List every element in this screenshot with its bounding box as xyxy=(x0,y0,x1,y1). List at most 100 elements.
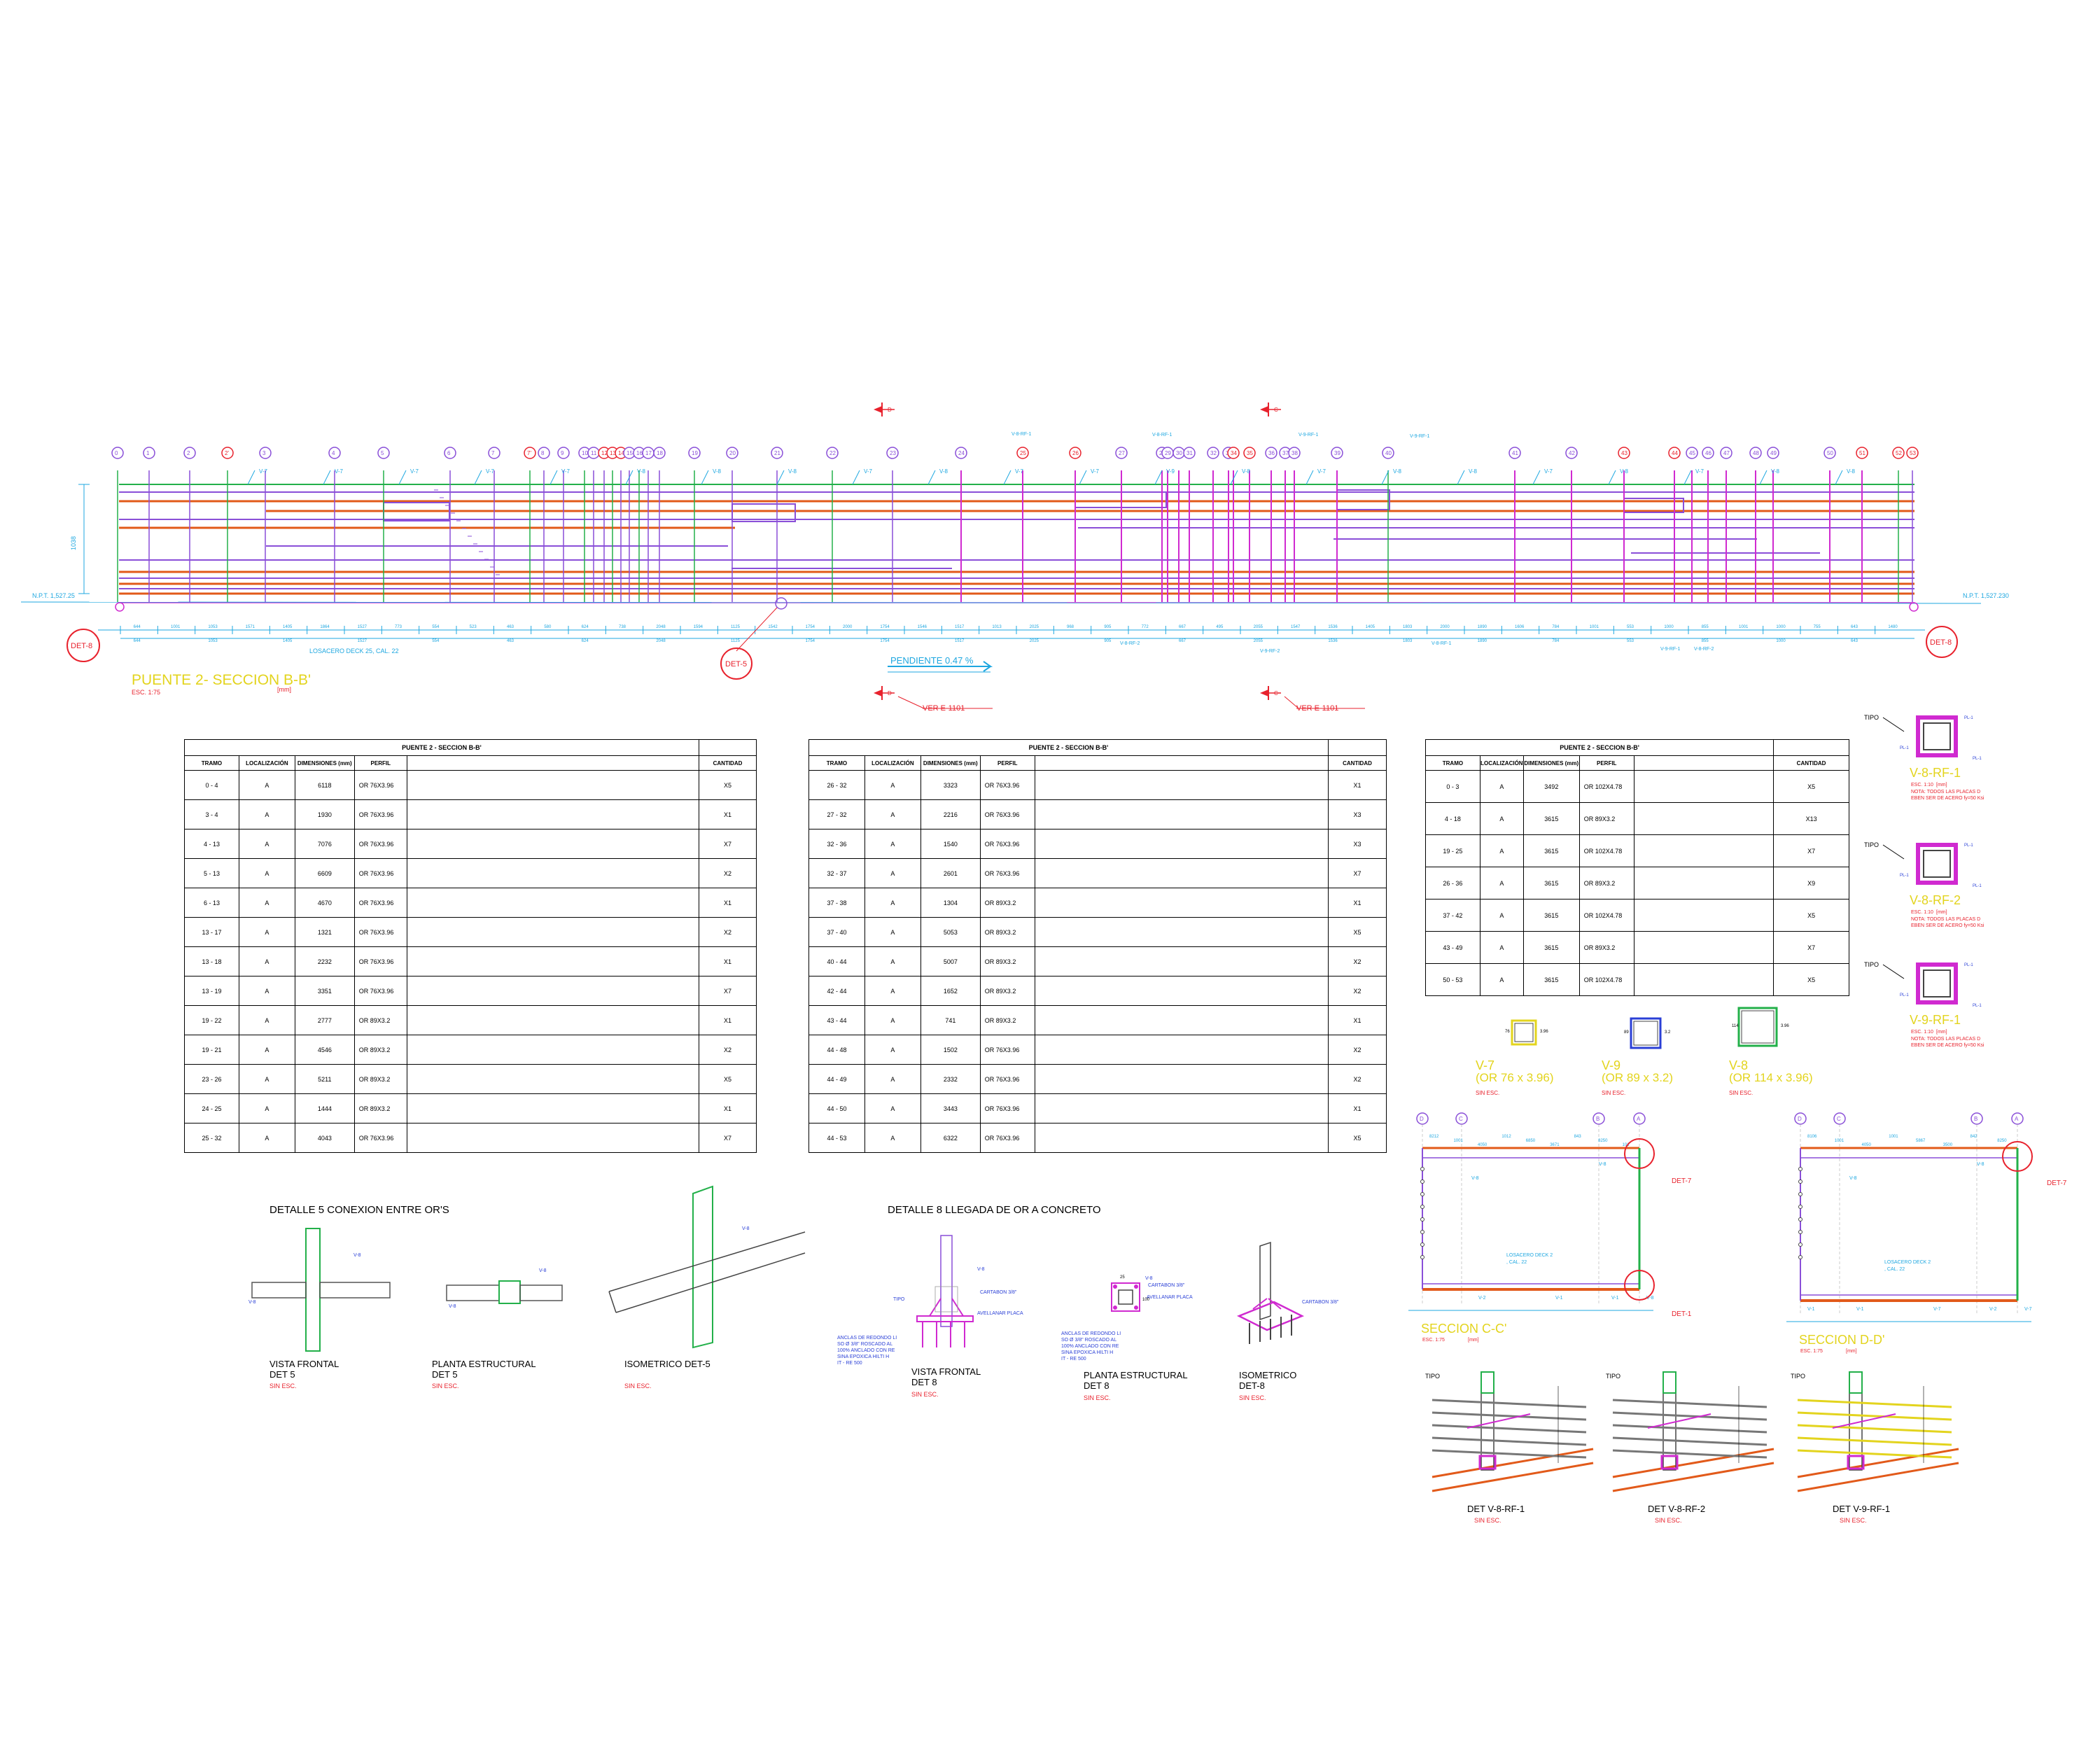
axis-bubble[interactable] xyxy=(1016,447,1029,459)
axis-bubble[interactable] xyxy=(1856,447,1868,459)
axis-bubble[interactable] xyxy=(1069,447,1082,459)
axis-bubble[interactable] xyxy=(1265,447,1278,459)
axis-bubble[interactable] xyxy=(328,447,341,459)
axis-bubble[interactable] xyxy=(259,447,272,459)
tramo-cell: 4 - 18 xyxy=(1425,802,1480,835)
det-name: DET V-8-RF-1 xyxy=(1467,1504,1525,1514)
axis-bubble[interactable] xyxy=(886,447,899,459)
localizacion-cell: A xyxy=(864,1064,921,1094)
bottom-dim: 667 xyxy=(1179,625,1186,629)
sec-dim: 1001 xyxy=(1453,1139,1463,1143)
localizacion-cell: A xyxy=(864,1035,921,1065)
det8-left-callout[interactable]: DET-8 xyxy=(66,629,100,662)
cut-letter: C xyxy=(1274,407,1278,413)
axis-bubble[interactable] xyxy=(1288,447,1301,459)
bottom-dim-2: 644 xyxy=(134,639,141,643)
tramo-cell: 37 - 38 xyxy=(808,888,865,918)
beam-label: V-9 xyxy=(1166,468,1175,475)
axis-bubble[interactable] xyxy=(1823,447,1836,459)
det8-note: V-8 xyxy=(1145,1276,1153,1281)
tramo-cell: 44 - 48 xyxy=(808,1035,865,1065)
axis-bubble[interactable] xyxy=(183,447,196,459)
axis-bubble[interactable] xyxy=(1331,447,1343,459)
axis-bubble[interactable] xyxy=(653,447,666,459)
table-2-header xyxy=(1034,755,1329,771)
bottom-dim: 1000 xyxy=(1776,625,1786,629)
sec-dim: 843 xyxy=(1574,1135,1582,1139)
localizacion-cell: A xyxy=(864,1005,921,1035)
axis-bubble[interactable] xyxy=(1243,447,1256,459)
det7-callout[interactable] xyxy=(2002,1141,2033,1172)
axis-label: 9 xyxy=(561,450,564,456)
sec-label: V-1 xyxy=(1856,1307,1864,1312)
det-purlin xyxy=(1612,1411,1768,1421)
axis-bubble[interactable] xyxy=(557,447,570,459)
det7-callout[interactable] xyxy=(1624,1138,1655,1169)
det5-callout[interactable]: DET-5 xyxy=(720,648,752,680)
cantidad-cell: X1 xyxy=(699,888,757,918)
axis-bubble[interactable] xyxy=(1892,447,1905,459)
cantidad-cell: X2 xyxy=(1328,1064,1387,1094)
det8-right-callout[interactable]: DET-8 xyxy=(1926,626,1958,658)
sketch-cell xyxy=(1034,1005,1329,1035)
table-1-title: PUENTE 2 - SECCION B-B' xyxy=(183,739,700,756)
table-1-header: TRAMO xyxy=(184,755,239,771)
axis-bubble[interactable] xyxy=(1720,447,1732,459)
axis-bubble[interactable] xyxy=(377,447,390,459)
tramo-cell: 43 - 49 xyxy=(1425,931,1480,964)
axis-bubble[interactable] xyxy=(1767,447,1779,459)
axis-bubble[interactable] xyxy=(1702,447,1714,459)
beam-label: V-7 xyxy=(1015,468,1024,475)
sec-dim: 5867 xyxy=(1916,1139,1926,1143)
axis-bubble[interactable] xyxy=(538,447,550,459)
axis-bubble[interactable] xyxy=(826,447,839,459)
det1-label: DET-1 xyxy=(1672,1310,1692,1318)
axis-bubble[interactable] xyxy=(955,447,967,459)
axis-label: 37 xyxy=(1282,450,1289,456)
det1-callout[interactable] xyxy=(1624,1270,1655,1301)
tramo-cell: 44 - 53 xyxy=(808,1123,865,1153)
det8-column xyxy=(940,1235,953,1327)
sketch-cell xyxy=(1034,1035,1329,1065)
bottom-dim: 1125 xyxy=(731,625,741,629)
bottom-dim-2: 2055 xyxy=(1254,639,1264,643)
axis-bubble[interactable] xyxy=(524,447,536,459)
dimension-cell: 1502 xyxy=(920,1035,981,1065)
axis-bubble[interactable] xyxy=(1906,447,1919,459)
axis-bubble[interactable] xyxy=(488,447,500,459)
axis-bubble[interactable] xyxy=(111,447,124,459)
axis-bubble[interactable] xyxy=(1227,447,1240,459)
tramo-cell: 37 - 42 xyxy=(1425,899,1480,932)
bottom-dim: 1517 xyxy=(955,625,965,629)
beam-box xyxy=(1336,489,1390,510)
axis-bubble[interactable] xyxy=(1686,447,1698,459)
axis-bubble[interactable] xyxy=(1565,447,1578,459)
axis-bubble[interactable] xyxy=(1749,447,1762,459)
axis-bubble[interactable] xyxy=(726,447,738,459)
axis-bubble[interactable] xyxy=(1668,447,1681,459)
axis-bubble[interactable] xyxy=(1115,447,1128,459)
axis-bubble[interactable] xyxy=(771,447,783,459)
axis-bubble[interactable] xyxy=(1207,447,1219,459)
leader xyxy=(1759,470,1768,485)
axis-bubble[interactable] xyxy=(143,447,155,459)
perfil-cell: OR 89X3.2 xyxy=(354,1035,407,1065)
axis-bubble[interactable] xyxy=(1183,447,1196,459)
dimension-cell: 1540 xyxy=(920,829,981,859)
cantidad-cell: X1 xyxy=(699,946,757,976)
det8-view-sub: DET 8 xyxy=(911,1377,937,1387)
axis-bubble[interactable] xyxy=(1508,447,1521,459)
cantidad-cell: X9 xyxy=(1773,867,1849,899)
axis-bubble[interactable] xyxy=(1618,447,1630,459)
axis-bubble[interactable] xyxy=(221,447,234,459)
axis-bubble[interactable] xyxy=(1382,447,1394,459)
axis-bubble[interactable] xyxy=(444,447,456,459)
det8-note: AVELLANAR PLACA xyxy=(1147,1295,1193,1300)
bottom-dim: 1001 xyxy=(1739,625,1749,629)
rf-label: V-9-RF-1 xyxy=(1298,433,1319,438)
cantidad-cell: X1 xyxy=(699,1093,757,1124)
axis-bubble[interactable] xyxy=(688,447,701,459)
